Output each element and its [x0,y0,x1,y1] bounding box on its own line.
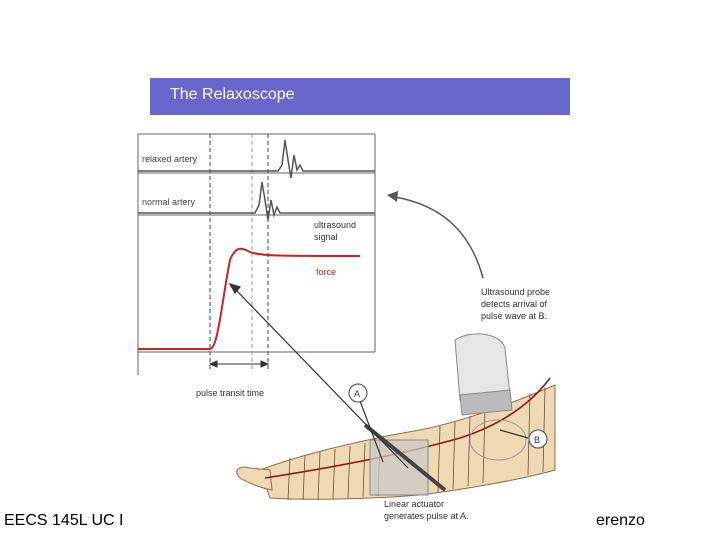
label-ultrasound-signal-1: ultrasound [314,220,356,230]
linear-actuator [363,423,447,496]
point-b-marker [528,429,548,449]
label-relaxed-artery: relaxed artery [142,154,198,164]
footer-course: EECS 145L UC I [4,512,124,529]
probe-to-signal-arrow [394,196,484,279]
dashed-guides [209,134,269,372]
label-force: force [316,267,336,277]
pointer-lines [228,283,529,469]
label-ultrasound-signal-2: signal [314,232,338,242]
probe-to-signal-arrowhead [387,191,398,202]
label-actuator-note-1: Linear actuator [384,499,444,509]
pulse-transit-time-arrow [208,360,270,368]
plot-frame [137,133,376,375]
artery [264,377,551,479]
label-probe-note-3: pulse wave at B. [481,311,547,321]
label-actuator-note-2: generates pulse at A. [384,511,469,521]
label-pulse-transit-time: pulse transit time [196,388,264,398]
normal-artery-trace [138,181,375,221]
ultrasound-probe [454,333,527,461]
label-probe-note-2: detects arrival of [481,299,548,309]
force-trace [138,247,361,350]
label-point-b: B [534,435,540,445]
footer-author: erenzo [596,512,645,529]
label-point-a: A [354,389,360,399]
point-a-marker [348,383,368,403]
slide-title: The Relaxoscope [170,86,295,103]
relaxed-artery-trace [138,139,375,179]
title-bar: The Relaxoscope [150,78,570,115]
label-normal-artery: normal artery [142,197,196,207]
label-probe-note-1: Ultrasound probe [481,287,550,297]
